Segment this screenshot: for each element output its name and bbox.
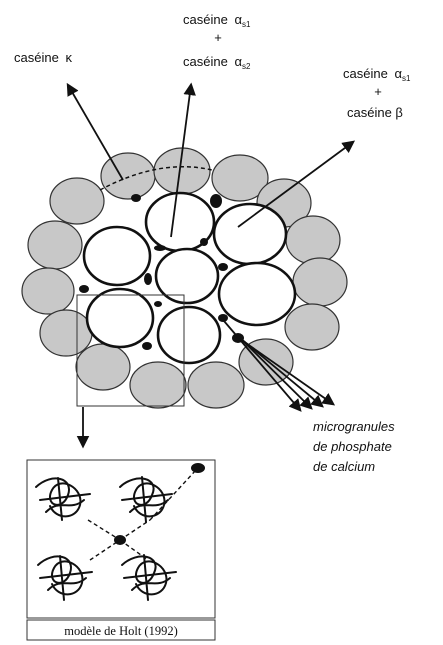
holt-granule [191,463,205,473]
holt-caption: modèle de Holt (1992) [64,624,178,638]
granule [210,194,222,208]
label-as1b-line1: caséine αs1 [343,66,411,83]
grey-submicelle [286,216,340,264]
grey-submicelle [50,178,104,224]
grey-submicelle [76,344,130,390]
arrow-kappa [68,85,123,180]
label-micro-line2: de phosphate [313,439,392,454]
label-as1-as2: caséine αs1 + caséine αs2 [183,12,251,71]
label-as1b-plus: + [374,84,382,99]
white-submicelle [158,307,220,363]
label-beta-line2: caséine β [347,105,403,120]
grey-submicelle [130,362,186,408]
grey-submicelle [188,362,244,408]
granule [218,263,228,271]
granule [144,273,152,285]
white-submicelle [84,227,150,285]
granule [200,238,208,246]
granule [154,301,162,307]
grey-submicelle [293,258,347,306]
white-submicelle [214,204,286,264]
grey-submicelle [285,304,339,350]
grey-submicelle [28,221,82,269]
grey-submicelle [40,310,92,356]
granule [142,342,152,350]
label-as2-line2: caséine αs2 [183,54,251,71]
label-microgranules: microgranules de phosphate de calcium [313,419,395,474]
label-micro-line1: microgranules [313,419,395,434]
granule [79,285,89,293]
white-submicelle [87,289,153,347]
holt-granule [114,535,126,545]
label-micro-line3: de calcium [313,459,375,474]
label-kappa-word: caséine [14,50,59,65]
label-kappa-casein: caséine κ [14,50,72,65]
granule [154,245,166,251]
label-as1-plus: + [214,30,222,45]
grey-submicelle [101,153,155,199]
granule [131,194,141,202]
inner-submicelles [84,193,295,363]
label-as1-beta: caséine αs1 + caséine β [343,66,411,120]
granule [218,314,228,322]
grey-submicelle [22,268,74,314]
label-as1-line1: caséine αs1 [183,12,251,29]
white-submicelle [219,263,295,325]
holt-model-panel [27,460,215,618]
label-kappa-greek: κ [65,50,72,65]
